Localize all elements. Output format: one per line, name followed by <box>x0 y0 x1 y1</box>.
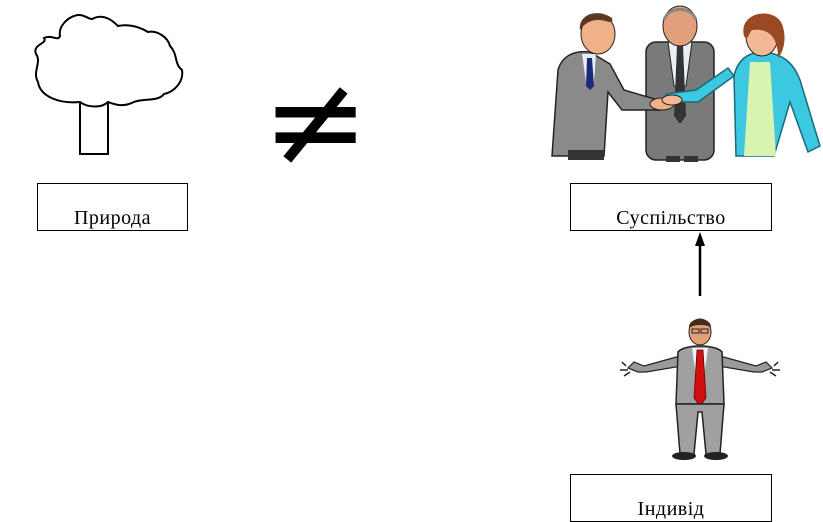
society-label-box: Суспільство <box>570 183 772 231</box>
business-group-handshake-icon <box>551 5 821 162</box>
nature-label-box: Природа <box>37 183 188 231</box>
not-equal-symbol: ≠ <box>262 47 370 196</box>
tree-outline-icon <box>34 14 184 155</box>
nature-label: Природа <box>73 207 152 229</box>
individual-label: Індивід <box>637 498 705 520</box>
shrugging-businessman-icon <box>620 318 780 460</box>
arrow-up-icon <box>695 232 705 296</box>
left-man-figure <box>551 13 661 160</box>
society-label: Суспільство <box>616 207 726 229</box>
individual-label-box: Індивід <box>570 474 772 522</box>
woman-figure <box>665 13 821 157</box>
